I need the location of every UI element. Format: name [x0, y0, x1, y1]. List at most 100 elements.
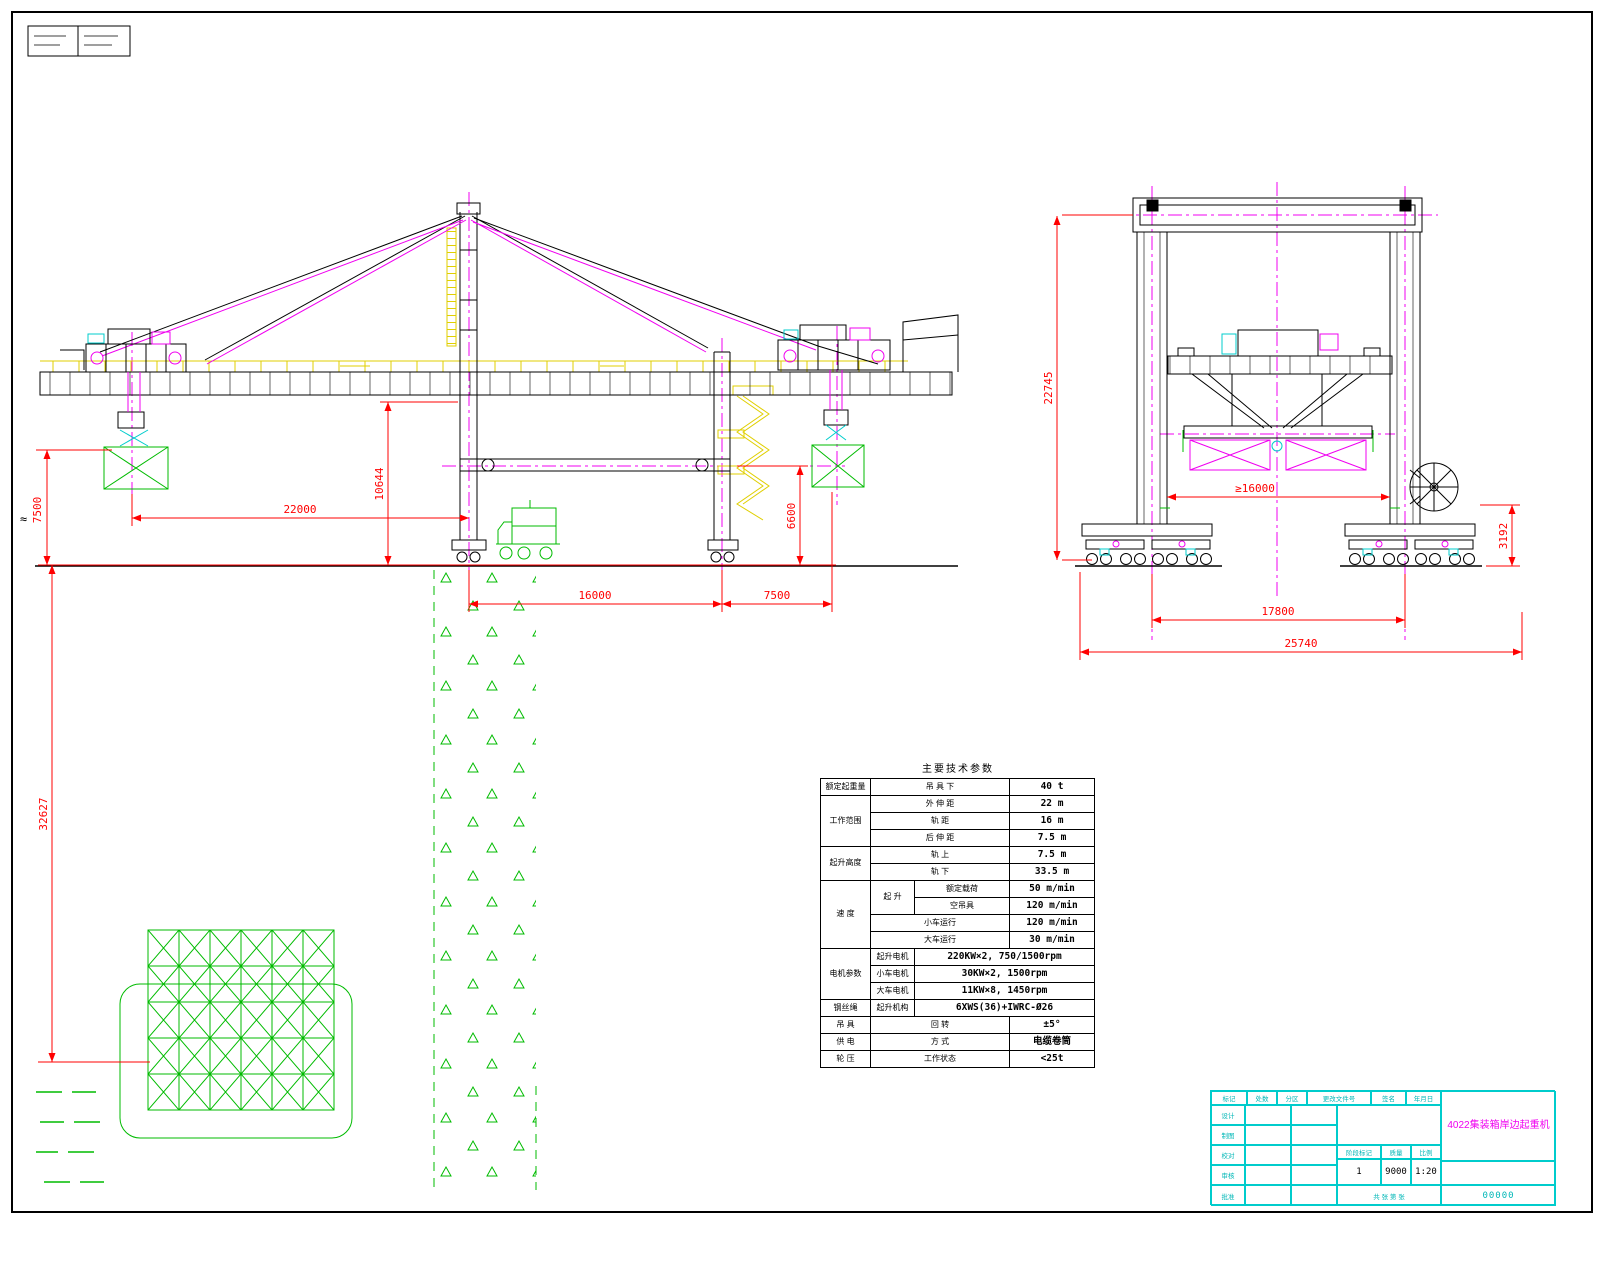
spec-capacity-val: 40 t [1009, 778, 1096, 796]
side-stay-cables [101, 219, 817, 365]
dim-upper-height-label: 7500 [31, 497, 44, 524]
dim-outreach-label: 22000 [283, 503, 316, 516]
spec-gauge-val: 16 m [1009, 812, 1096, 830]
spec-lift-above-sub: 轨 上 [869, 846, 1011, 864]
tb-hdr-docno: 更改文件号 [1322, 1096, 1356, 1103]
spec-speed-empty-val: 120 m/min [1009, 897, 1096, 915]
spec-motor-trolley-val: 30KW×2, 1500rpm [913, 965, 1096, 983]
tb-hdr-count: 处数 [1255, 1096, 1269, 1103]
spec-rope-sub: 起升机构 [870, 999, 915, 1017]
spec-wheel-sub: 工作状态 [869, 1050, 1011, 1068]
tb-hdr-date: 年月日 [1413, 1096, 1434, 1103]
front-cyan-details [1099, 333, 1459, 556]
spec-table-section: 主要技术参数 额定起重量 吊 具 下 40 t 工作范围 外 伸 距 22 m … [820, 760, 1096, 1068]
spec-power-val: 电缆卷筒 [1009, 1033, 1096, 1051]
spec-gauge-sub: 轨 距 [869, 812, 1011, 830]
container-truck [496, 500, 560, 560]
spec-range-group: 工作范围 [820, 795, 871, 847]
dim-backreach-label: 7500 [764, 589, 791, 602]
spec-backreach-sub: 后 伸 距 [869, 829, 1011, 847]
water-dashes [36, 1091, 104, 1183]
tb-hdr-mark: 标记 [1222, 1096, 1236, 1103]
front-magenta-details [1112, 333, 1449, 548]
tb-drawing-title: 4022集装箱岸边起重机 [1447, 1119, 1550, 1131]
spec-lift-below-sub: 轨 下 [869, 863, 1011, 881]
dim-total-height-label: 22745 [1042, 371, 1055, 404]
ground-and-quay [36, 570, 537, 1190]
spec-speed-trolley-sub: 小车运行 [869, 914, 1011, 932]
spec-capacity-sub: 吊 具 下 [869, 778, 1011, 796]
tb-sheet-info: 共 张 第 张 [1373, 1193, 1405, 1201]
spec-speed-group: 速 度 [820, 880, 871, 949]
spec-power-group: 供 电 [820, 1033, 871, 1051]
spec-backreach-val: 7.5 m [1009, 829, 1096, 847]
spec-rope-val: 6XWS(36)+IWRC-Ø26 [913, 999, 1096, 1017]
title-block: 标记 处数 分区 更改文件号 签名 年月日 设计 制图 校对 审核 批准 阶段标… [1210, 1090, 1556, 1206]
front-elevation-view [1075, 182, 1482, 640]
spec-speed-rated-sub: 额定载荷 [913, 880, 1011, 898]
front-dimensions [1053, 214, 1523, 660]
spec-power-sub: 方 式 [869, 1033, 1011, 1051]
spec-lift-below-val: 33.5 m [1009, 863, 1096, 881]
side-elevation-view [35, 192, 959, 600]
dim-under-girder-label: 10644 [373, 467, 386, 500]
right-trolley-machinery [777, 324, 891, 488]
spec-motor-hoist-sub: 起升电机 [870, 948, 915, 966]
spec-spreader-sub: 回 转 [869, 1016, 1011, 1034]
spec-lift-above-val: 7.5 m [1009, 846, 1096, 864]
spec-motor-hoist-val: 220KW×2, 750/1500rpm [913, 948, 1096, 966]
spec-speed-trolley-val: 120 m/min [1009, 914, 1096, 932]
spec-table-title: 主要技术参数 [922, 764, 994, 775]
dim-overall-width-label: 25740 [1284, 637, 1317, 650]
tb-drawing-number: 00000 [1482, 1190, 1515, 1201]
spec-outreach-val: 22 m [1009, 795, 1096, 813]
tb-stage-label: 阶段标记 [1346, 1150, 1372, 1157]
tb-role-draft: 制图 [1221, 1133, 1235, 1140]
spec-motor-gantry-val: 11KW×8, 1450rpm [913, 982, 1096, 1000]
tb-scale-label: 比例 [1419, 1150, 1433, 1157]
water-level-mark: ≈ [20, 512, 27, 526]
front-structure [1075, 197, 1482, 567]
sheet-border [11, 11, 1593, 1213]
tb-hdr-sign: 签名 [1382, 1096, 1395, 1103]
dim-inner-clear-label: ≥16000 [1235, 482, 1275, 495]
tb-role-approve: 批准 [1221, 1193, 1235, 1201]
tb-role-design: 设计 [1221, 1113, 1235, 1120]
dim-rail-span-label: 16000 [578, 589, 611, 602]
side-structure [35, 202, 959, 567]
spec-wheel-group: 轮 压 [820, 1050, 871, 1068]
soil-hatch-region [433, 570, 537, 1190]
spec-spreader-val: ±5° [1009, 1016, 1096, 1034]
spec-speed-empty-sub: 空吊具 [913, 897, 1011, 915]
dim-right-height-label: 3192 [1497, 523, 1510, 550]
spec-lift-group: 起升高度 [820, 846, 871, 881]
tb-hdr-zone: 分区 [1285, 1096, 1299, 1103]
right-spreader-box [811, 444, 865, 488]
spec-motor-gantry-sub: 大车电机 [870, 982, 915, 1000]
spec-speed-gantry-sub: 大车运行 [869, 931, 1011, 949]
tb-mass-label: 质量 [1389, 1150, 1403, 1157]
cable-reel [1409, 462, 1459, 512]
front-green-ticks [1160, 430, 1400, 509]
left-trolley-machinery [60, 328, 187, 490]
spec-motor-group: 电机参数 [820, 948, 871, 1000]
spec-spreader-group: 吊 具 [820, 1016, 871, 1034]
spec-table: 额定起重量 吊 具 下 40 t 工作范围 外 伸 距 22 m 轨 距 16 … [820, 778, 1096, 1068]
spec-speed-hoist-sub: 起 升 [870, 880, 915, 915]
tb-role-audit: 审核 [1221, 1173, 1235, 1180]
spec-speed-gantry-val: 30 m/min [1009, 931, 1096, 949]
spec-speed-rated-val: 50 m/min [1009, 880, 1096, 898]
dim-portal-height-label: 6600 [785, 503, 798, 530]
left-spreader-box [103, 446, 169, 490]
dim-water-depth-label: 32627 [37, 797, 50, 830]
side-centerlines [131, 192, 845, 600]
spec-outreach-sub: 外 伸 距 [869, 795, 1011, 813]
spec-rope-group: 钢丝绳 [820, 999, 871, 1017]
tb-stage-value: 1 [1356, 1167, 1362, 1177]
spec-motor-trolley-sub: 小车电机 [870, 965, 915, 983]
side-dimensions [36, 401, 836, 1063]
spec-wheel-val: <25t [1009, 1050, 1096, 1068]
tb-scale-value: 1:20 [1415, 1167, 1437, 1177]
tb-role-check: 校对 [1221, 1153, 1235, 1160]
